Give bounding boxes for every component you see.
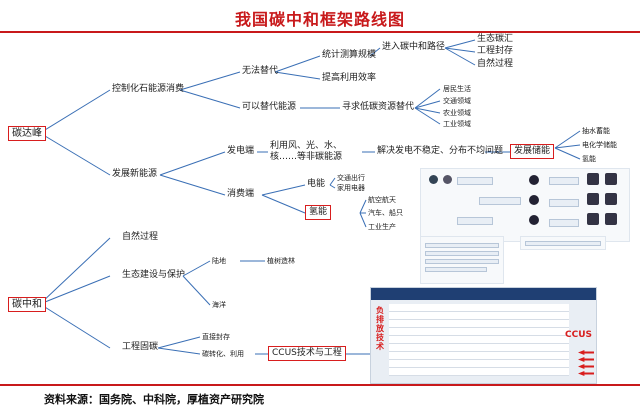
sector-item: 交通领域 [443, 97, 471, 105]
table-row [389, 352, 569, 360]
building-icon [587, 193, 599, 205]
hydrogen-notes-figure [420, 236, 504, 284]
hydrogen-use: 汽车、船只 [368, 209, 403, 217]
node-can-replace: 可以替代能源 [242, 102, 297, 112]
arrow-icon [578, 350, 594, 355]
hydrogen-use: 工业生产 [368, 223, 396, 231]
table-row [389, 360, 569, 368]
node-electric: 电能 [307, 179, 326, 189]
storage-type: 电化学储能 [582, 141, 617, 149]
page-title: 我国碳中和框架路线图 [234, 10, 405, 29]
wind-icon [443, 175, 452, 184]
table-row [389, 328, 569, 336]
arrow-icon [578, 371, 594, 376]
node-enter-path: 进入碳中和路径 [382, 42, 446, 52]
tank-icon [529, 195, 539, 205]
vehicle-icon [605, 213, 617, 225]
flow-bar [549, 219, 579, 227]
sector-item: 居民生活 [443, 85, 471, 93]
table-row [389, 368, 569, 376]
table-row [389, 336, 569, 344]
node-storage-dev: 发展储能 [510, 144, 555, 159]
node-eco-sink: 生态碳汇 [477, 34, 514, 44]
sun-icon [429, 175, 438, 184]
table-row [389, 320, 569, 328]
node-eng-fix: 工程固碳 [122, 342, 159, 352]
table-row [389, 344, 569, 352]
flow-bar [479, 197, 521, 205]
vehicle-icon [587, 213, 599, 225]
node-convert-use: 碳转化、利用 [202, 350, 244, 358]
node-nature-process: 自然过程 [477, 59, 514, 69]
electric-use: 家用电器 [337, 184, 365, 192]
table-header [371, 288, 596, 300]
node-land: 陆地 [212, 257, 226, 265]
node-renewables: 利用风、光、水、核……等非碳能源 [270, 141, 343, 162]
table-row [389, 312, 569, 320]
flow-bar [549, 199, 579, 207]
node-solve-instability: 解决发电不稳定、分布不均问题 [377, 146, 504, 156]
flow-bar [457, 177, 493, 185]
node-new-energy: 发展新能源 [112, 169, 158, 179]
node-direct-store: 直接封存 [202, 333, 230, 341]
source-note: 资料来源：国务院、中科院，厚植资产研究院 [44, 393, 264, 406]
node-eco-build: 生态建设与保护 [122, 270, 186, 280]
text-line [425, 243, 499, 248]
building-icon [605, 193, 617, 205]
sector-item: 工业领域 [443, 120, 471, 128]
electric-use: 交通出行 [337, 174, 365, 182]
text-line [425, 251, 499, 256]
text-line [425, 267, 487, 272]
hydrogen-caption-figure [520, 236, 606, 250]
storage-type: 氢能 [582, 155, 596, 163]
negative-emission-table: 负排放技术 [370, 287, 597, 384]
node-calc-scale: 统计测算规模 [322, 50, 377, 60]
table-side-label: 负排放技术 [376, 306, 384, 351]
ccus-tag: CCUS [565, 330, 592, 340]
node-ccus: CCUS技术与工程 [268, 346, 346, 361]
node-seek-low-carbon: 寻求低碳资源替代 [342, 102, 415, 112]
table-row [389, 304, 569, 312]
root-carbon-neutral: 碳中和 [8, 297, 46, 312]
node-eng-storage: 工程封存 [477, 46, 514, 56]
node-gen-side: 发电端 [227, 146, 255, 156]
flow-bar [549, 177, 579, 185]
text-line [525, 241, 601, 246]
node-improve-eff: 提高利用效率 [322, 73, 377, 83]
node-control-fossil: 控制化石能源消费 [112, 84, 185, 94]
factory-icon [587, 173, 599, 185]
factory-icon [605, 173, 617, 185]
ccus-arrows [578, 350, 594, 378]
storage-type: 抽水蓄能 [582, 127, 610, 135]
flow-bar [457, 217, 493, 225]
node-hydrogen: 氢能 [305, 205, 332, 220]
text-line [425, 259, 499, 264]
sector-item: 农业领域 [443, 109, 471, 117]
node-cannot-replace: 无法替代 [242, 66, 279, 76]
tank-icon [529, 215, 539, 225]
arrow-icon [578, 364, 594, 369]
node-natural-process: 自然过程 [122, 232, 159, 242]
hydrogen-chain-figure [420, 168, 630, 242]
root-carbon-peak: 碳达峰 [8, 126, 46, 141]
footer-divider [0, 384, 640, 386]
node-ocean: 海洋 [212, 301, 226, 309]
node-consume-side: 消费端 [227, 189, 255, 199]
node-plant-trees: 植树造林 [267, 257, 295, 265]
arrow-icon [578, 357, 594, 362]
title-divider [0, 31, 640, 33]
hydrogen-use: 航空航天 [368, 196, 396, 204]
tank-icon [529, 175, 539, 185]
